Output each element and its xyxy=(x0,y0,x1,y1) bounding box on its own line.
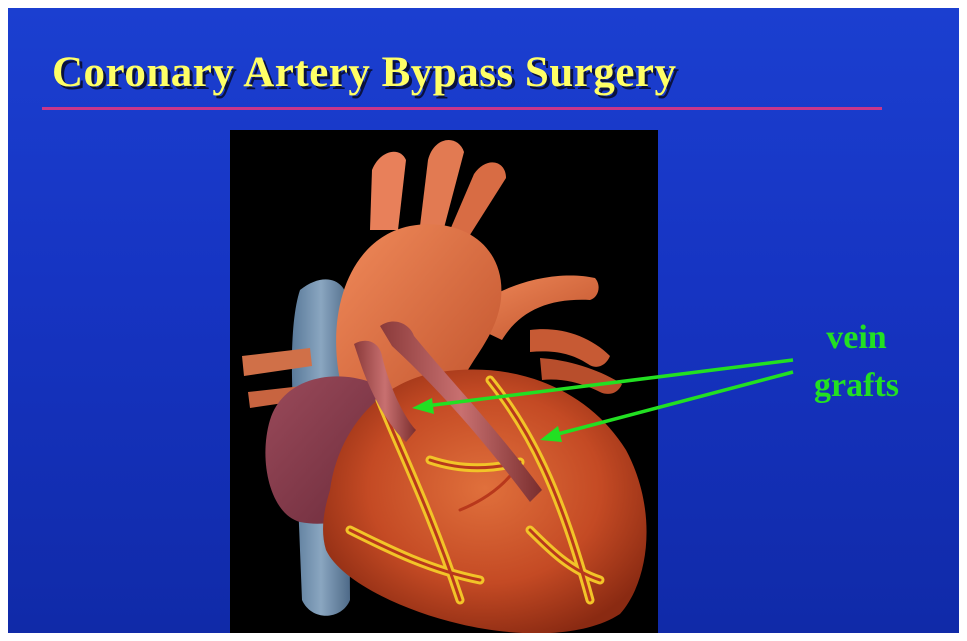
slide: Coronary Artery Bypass Surgery xyxy=(8,8,959,633)
arrow-line-upper xyxy=(426,360,793,406)
vein-grafts-label: vein grafts xyxy=(814,314,899,410)
callout-line-2: grafts xyxy=(814,362,899,410)
callout-line-1: vein xyxy=(814,314,899,362)
arrow-line-lower xyxy=(554,372,793,435)
arrowhead-upper xyxy=(412,398,434,414)
arrowhead-lower xyxy=(540,426,562,442)
